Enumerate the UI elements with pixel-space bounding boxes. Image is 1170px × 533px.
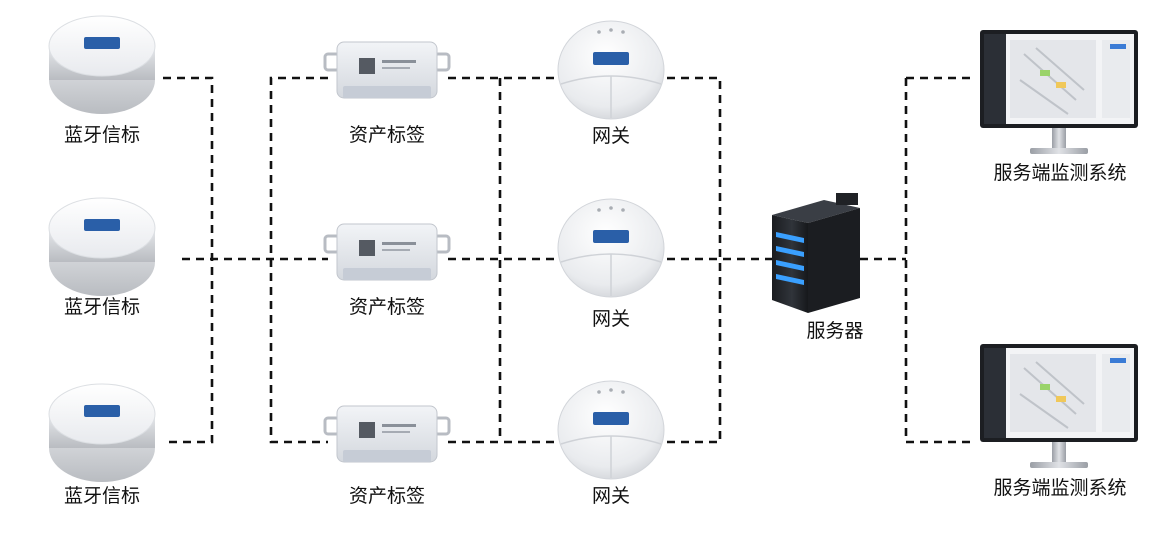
monitor-2 [980, 344, 1138, 468]
beacon-1 [48, 15, 156, 114]
gateway-3-label: 网关 [592, 485, 630, 507]
link-tag-trunk [269, 76, 328, 444]
gateway-2-label: 网关 [592, 308, 630, 330]
qr-code [359, 58, 375, 74]
connection-lines [163, 76, 975, 444]
server-label: 服务器 [806, 320, 863, 342]
beacon-2 [48, 197, 156, 296]
brand-logo [84, 37, 120, 49]
asset-tag-2 [323, 223, 451, 281]
qr-code [359, 422, 375, 438]
gateway-1-label: 网关 [592, 125, 630, 147]
brand-logo [84, 219, 120, 231]
gateway-3 [557, 380, 665, 480]
link-server-monitors [860, 76, 975, 444]
brand-logo [593, 412, 629, 425]
beacon-3-label: 蓝牙信标 [64, 485, 140, 507]
monitor-1 [980, 30, 1138, 154]
asset-tag-3 [323, 405, 451, 463]
asset-tag-2-label: 资产标签 [349, 296, 425, 318]
asset-tag-1 [323, 41, 451, 99]
brand-logo [84, 405, 120, 417]
brand-logo [593, 52, 629, 65]
beacon-2-label: 蓝牙信标 [64, 296, 140, 318]
asset-tag-3-label: 资产标签 [349, 485, 425, 507]
monitor-1-label: 服务端监测系统 [993, 162, 1126, 184]
beacon-3 [48, 383, 156, 482]
qr-code [359, 240, 375, 256]
gateway-1 [557, 20, 665, 120]
server-led-bars [776, 232, 804, 285]
gateway-2 [557, 198, 665, 298]
monitor-2-label: 服务端监测系统 [993, 477, 1126, 499]
server-tower [772, 193, 860, 313]
asset-tag-1-label: 资产标签 [349, 124, 425, 146]
brand-logo [593, 230, 629, 243]
labels: 蓝牙信标 蓝牙信标 蓝牙信标 资产标签 资产标签 资产标签 网关 网关 网关 服… [64, 124, 1127, 507]
beacon-1-label: 蓝牙信标 [64, 124, 140, 146]
